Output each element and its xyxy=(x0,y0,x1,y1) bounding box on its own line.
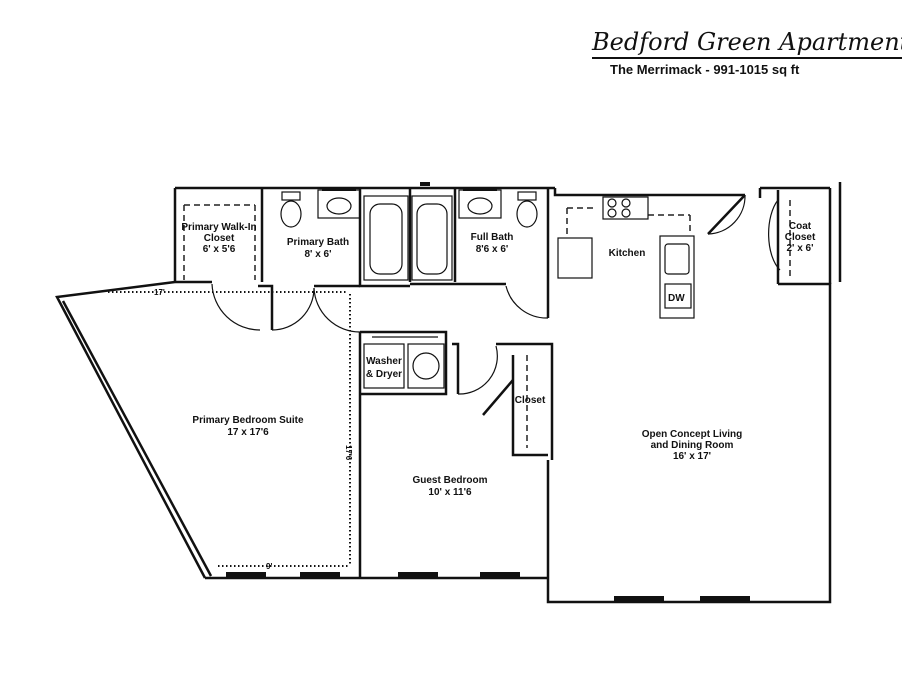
primary-bath-size: 8' x 6' xyxy=(305,249,332,260)
dishwasher-box xyxy=(664,283,692,309)
dim-top: 17' xyxy=(154,288,165,297)
primary-bedroom-size: 17 x 17'6 xyxy=(227,427,269,438)
living-name1: Open Concept Living xyxy=(642,429,743,440)
walk-in-closet-name2: Closet xyxy=(204,233,235,244)
exterior-walls xyxy=(55,182,842,604)
windows xyxy=(226,182,750,602)
page-title: Bedford Green Apartments xyxy=(592,28,902,59)
coat-closet-size: 2' x 6' xyxy=(787,243,814,254)
dishwasher-label: DW xyxy=(668,293,685,304)
washer-dryer-fixture xyxy=(363,336,445,389)
primary-bath-fixtures xyxy=(280,188,409,281)
guest-bedroom-size: 10' x 11'6 xyxy=(428,487,472,498)
primary-bedroom-name: Primary Bedroom Suite xyxy=(192,415,304,426)
washer-dryer-name1: Washer xyxy=(366,356,402,367)
interior-walls xyxy=(175,188,780,578)
dim-side: 17'6 xyxy=(344,445,353,461)
page-subtitle: The Merrimack - 991-1015 sq ft xyxy=(610,62,800,77)
primary-bath-name: Primary Bath xyxy=(287,237,349,248)
guest-bedroom-name: Guest Bedroom xyxy=(412,475,487,486)
closet-name: Closet xyxy=(515,395,546,406)
full-bath-name: Full Bath xyxy=(471,232,514,243)
kitchen-fixtures xyxy=(557,196,695,319)
walk-in-closet-name1: Primary Walk-In xyxy=(181,222,256,233)
full-bath-fixtures xyxy=(411,188,538,281)
closet-shelves xyxy=(183,200,791,448)
living-size: 16' x 17' xyxy=(673,451,711,462)
dim-bottom: 9' xyxy=(266,562,272,571)
kitchen-name: Kitchen xyxy=(609,248,646,259)
full-bath-size: 8'6 x 6' xyxy=(476,244,509,255)
dimension-lines xyxy=(108,291,351,567)
living-name2: and Dining Room xyxy=(651,440,734,451)
coat-closet-name1: Coat xyxy=(789,221,812,232)
walk-in-closet-size: 6' x 5'6 xyxy=(203,244,236,255)
coat-closet-name2: Closet xyxy=(785,232,816,243)
washer-dryer-name2: & Dryer xyxy=(366,369,402,380)
